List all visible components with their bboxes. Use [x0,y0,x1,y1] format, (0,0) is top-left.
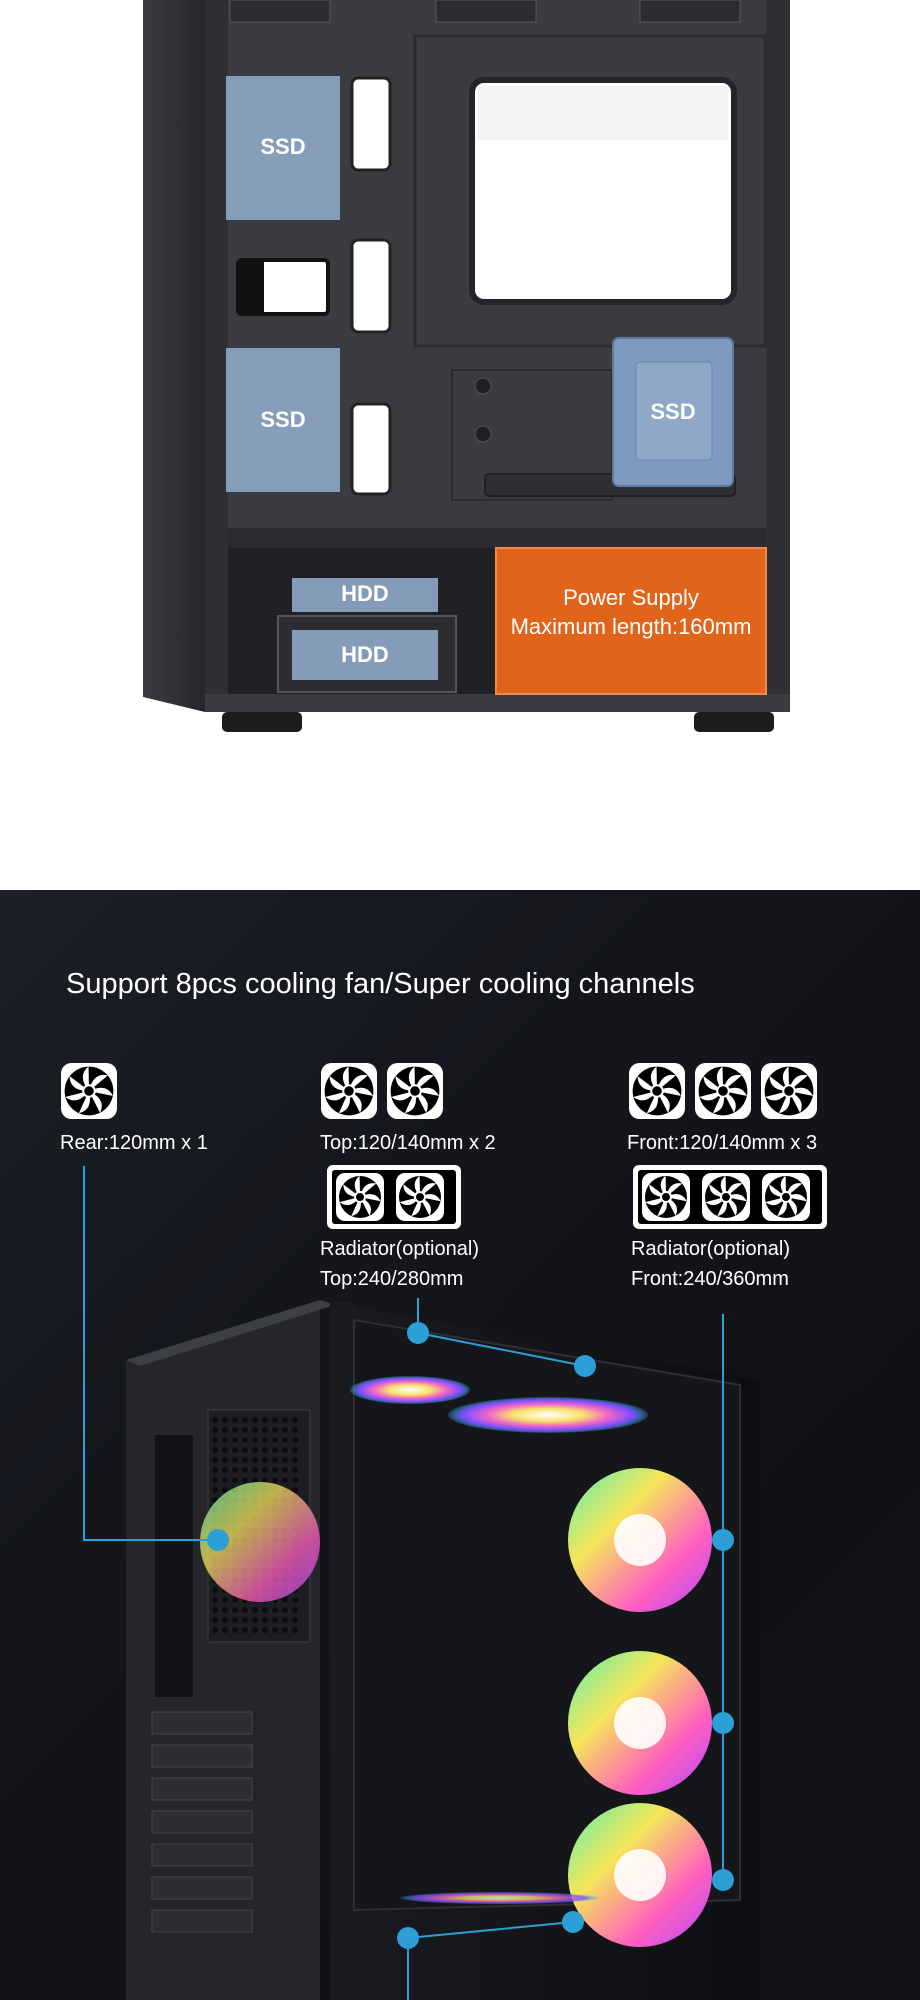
fan-icon [761,1172,811,1222]
top-radiator-label: Radiator(optional) [320,1238,479,1260]
rear-fan-label: Rear:120mm x 1 [60,1132,208,1154]
top-radiator-size: Top:240/280mm [320,1268,464,1290]
case-interior-illustration [143,0,790,732]
case-cooling-illustration [83,1166,760,2000]
cooling-section: Support 8pcs cooling fan/Super cooling c… [0,890,920,2000]
power-supply-title: Power Supply [563,585,699,610]
fan-icon [395,1172,445,1222]
fan-icon [760,1062,818,1120]
fan-icon [701,1172,751,1222]
fan-icon [320,1062,378,1120]
top-fan-label: Top:120/140mm x 2 [320,1132,496,1154]
fan-icon [694,1062,752,1120]
top-radiator-text: Radiator(optional) Top:240/280mm [320,1234,479,1294]
ssd-label-right: SSD [650,399,696,424]
cooling-heading: Support 8pcs cooling fan/Super cooling c… [66,968,695,1000]
power-supply-callout: Power Supply Maximum length:160mm [496,583,766,641]
hdd-label-upper: HDD [341,581,389,606]
ssd-label-upper: SSD [260,134,306,159]
fan-icon [641,1172,691,1222]
ssd-label-lower: SSD [260,407,306,432]
fan-icon [335,1172,385,1222]
front-radiator-label: Radiator(optional) [631,1238,790,1260]
front-radiator-text: Radiator(optional) Front:240/360mm [631,1234,790,1294]
fan-icon [628,1062,686,1120]
fan-icon [386,1062,444,1120]
hdd-label-lower: HDD [341,642,389,667]
case-interior-section: SSD SSD SSD HDD HDD Power Supply Maximum… [0,0,920,890]
power-supply-max-length: Maximum length:160mm [510,614,752,639]
fan-icon [60,1062,118,1120]
front-radiator-size: Front:240/360mm [631,1268,789,1290]
front-fan-label: Front:120/140mm x 3 [627,1132,818,1154]
